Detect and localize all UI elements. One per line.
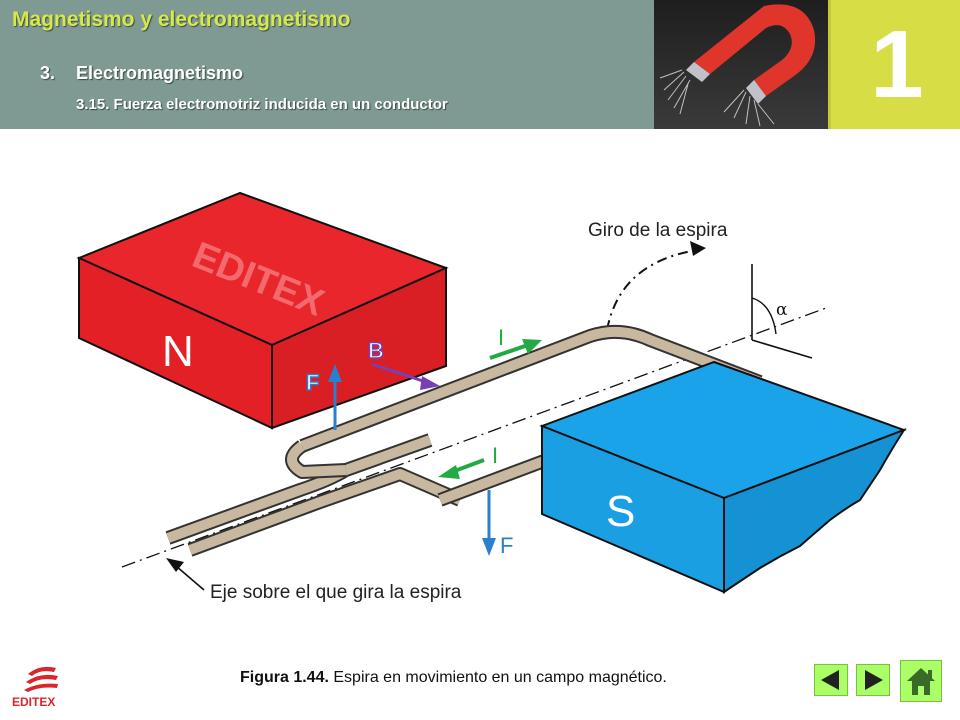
- editex-logo-text: EDITEX: [12, 695, 55, 709]
- chapter-box: 1: [828, 0, 960, 129]
- next-slide-button[interactable]: [856, 664, 890, 696]
- chapter-number: 1: [870, 11, 924, 118]
- rotation-arrowhead-icon: [690, 241, 706, 256]
- home-button[interactable]: [900, 660, 942, 702]
- force-arrowhead-top-icon: [328, 364, 342, 382]
- field-arrow: [371, 362, 427, 384]
- header-band: Magnetismo y electromagnetismo 3. Electro…: [0, 0, 654, 129]
- previous-slide-button[interactable]: [814, 664, 848, 696]
- north-label: N: [162, 327, 194, 376]
- triangle-left-icon: [821, 670, 839, 690]
- subsection-heading: 3.15. Fuerza electromotriz inducida en u…: [76, 96, 448, 113]
- force-arrowhead-bottom-icon: [482, 538, 496, 556]
- rotation-axis: [121, 307, 827, 568]
- axis-pointer-line: [175, 565, 205, 591]
- section-number: 3.: [40, 63, 56, 83]
- current-arrowhead-bottom-icon: [438, 465, 460, 479]
- field-label: B: [368, 338, 384, 363]
- current-label-bottom: I: [492, 443, 498, 468]
- force-label-bottom: F: [500, 533, 513, 558]
- south-magnet: [539, 360, 907, 594]
- axis-pointer-arrowhead-icon: [166, 558, 184, 572]
- current-arrowhead-top-icon: [522, 339, 542, 354]
- editex-logo: EDITEX: [10, 660, 76, 710]
- current-arrow-top: [489, 343, 529, 360]
- caption-text: Espira en movimiento en un campo magnéti…: [328, 669, 667, 686]
- triangle-right-icon: [865, 670, 883, 690]
- current-label-top: I: [498, 325, 504, 350]
- horseshoe-magnet-image: [654, 0, 828, 129]
- section-title: Electromagnetismo: [76, 63, 244, 83]
- home-icon: [907, 668, 935, 695]
- rotation-label: Giro de la espira: [588, 220, 728, 241]
- page-title: Magnetismo y electromagnetismo: [12, 8, 351, 31]
- alpha-label: α: [776, 300, 788, 320]
- magnet-photo: [654, 0, 828, 129]
- axis-label: Eje sobre el que gira la espira: [210, 582, 462, 603]
- north-magnet: [76, 191, 449, 430]
- angle-base-line: [751, 339, 813, 359]
- force-label-top: F: [306, 370, 319, 395]
- field-arrowhead-icon: [420, 376, 440, 390]
- induction-loop-diagram: EDITEX N S I I F F B Giro de la espira α…: [76, 191, 907, 603]
- angle-arc: [751, 297, 777, 335]
- editex-logo-mark: EDITEX: [12, 666, 58, 709]
- caption-figure-number: Figura 1.44.: [240, 669, 329, 686]
- conductor-loop: [165, 324, 763, 557]
- section-heading: 3. Electromagnetismo: [40, 63, 243, 84]
- rotation-arc: [606, 249, 699, 331]
- figure-caption: Figura 1.44. Espira en movimiento en un …: [240, 669, 667, 687]
- south-label: S: [606, 487, 635, 536]
